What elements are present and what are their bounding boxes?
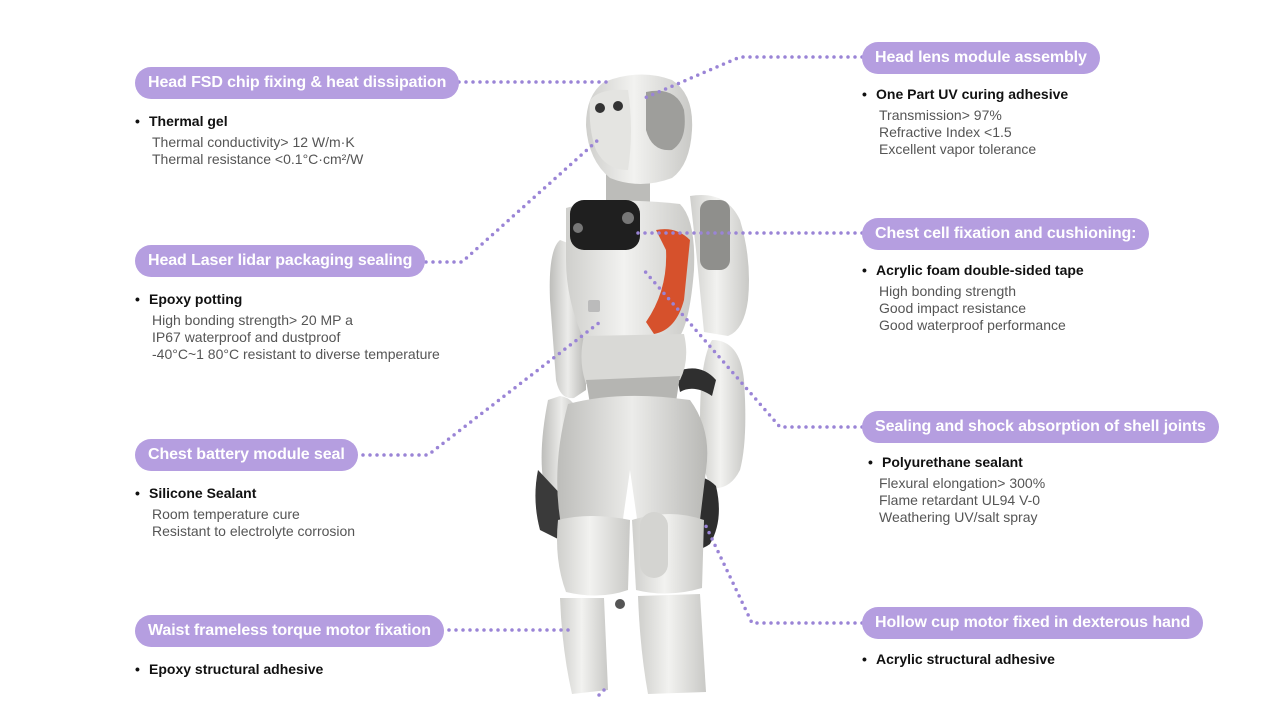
material-property: Good waterproof performance [879, 317, 1066, 333]
robot-torso [566, 200, 695, 404]
material-property: Excellent vapor tolerance [879, 141, 1037, 157]
material-property: Resistant to electrolyte corrosion [152, 523, 356, 539]
callout-label-shell-joints: Sealing and shock absorption of shell jo… [862, 411, 1219, 443]
material-property: Weathering UV/salt spray [879, 509, 1038, 525]
material-property: Refractive Index <1.5 [879, 124, 1012, 140]
callout-label-head-lens: Head lens module assembly [862, 42, 1100, 74]
material-name: Polyurethane sealant [868, 453, 1045, 471]
callout-label-hollow-cup: Hollow cup motor fixed in dexterous hand [862, 607, 1204, 639]
material-property: -40°C~1 80°C resistant to diverse temper… [152, 346, 440, 362]
material-name: Acrylic foam double-sided tape [862, 261, 1084, 279]
callout-detail-head-lens: One Part UV curing adhesive Transmission… [862, 85, 1068, 158]
material-name: Thermal gel [135, 112, 363, 130]
material-name: Acrylic structural adhesive [862, 650, 1055, 668]
callout-detail-chest-battery: Silicone Sealant Room temperature cure R… [135, 484, 355, 540]
callout-label-waist-motor: Waist frameless torque motor fixation [135, 615, 444, 647]
material-property: Transmission> 97% [879, 107, 1002, 123]
material-property: Flexural elongation> 300% [879, 475, 1046, 491]
material-property: Flame retardant UL94 V-0 [879, 492, 1041, 508]
material-property: Thermal resistance <0.1°C·cm²/W [152, 151, 364, 167]
callout-detail-head-lidar: Epoxy potting High bonding strength> 20 … [135, 290, 440, 363]
material-name: One Part UV curing adhesive [862, 85, 1068, 103]
material-name: Silicone Sealant [135, 484, 355, 502]
callout-detail-hollow-cup: Acrylic structural adhesive [862, 650, 1055, 668]
robot-head [586, 74, 693, 184]
material-property: Thermal conductivity> 12 W/m·K [152, 134, 355, 150]
material-property: High bonding strength> 20 MP a [152, 312, 353, 328]
callout-detail-shell-joints: Polyurethane sealant Flexural elongation… [868, 453, 1045, 526]
material-name: Epoxy potting [135, 290, 440, 308]
callout-label-chest-battery: Chest battery module seal [135, 439, 358, 471]
callout-label-chest-cell: Chest cell fixation and cushioning: [862, 218, 1150, 250]
robot-legs [557, 395, 708, 694]
material-name: Epoxy structural adhesive [135, 660, 323, 678]
material-property: Room temperature cure [152, 506, 300, 522]
callout-detail-chest-cell: Acrylic foam double-sided tape High bond… [862, 261, 1084, 334]
material-property: IP67 waterproof and dustproof [152, 329, 341, 345]
material-property: High bonding strength [879, 283, 1016, 299]
callout-label-head-lidar: Head Laser lidar packaging sealing [135, 245, 426, 277]
callout-label-head-fsd: Head FSD chip fixing & heat dissipation [135, 67, 460, 99]
material-property: Good impact resistance [879, 300, 1027, 316]
callout-detail-head-fsd: Thermal gel Thermal conductivity> 12 W/m… [135, 112, 363, 168]
callout-detail-waist-motor: Epoxy structural adhesive [135, 660, 323, 678]
